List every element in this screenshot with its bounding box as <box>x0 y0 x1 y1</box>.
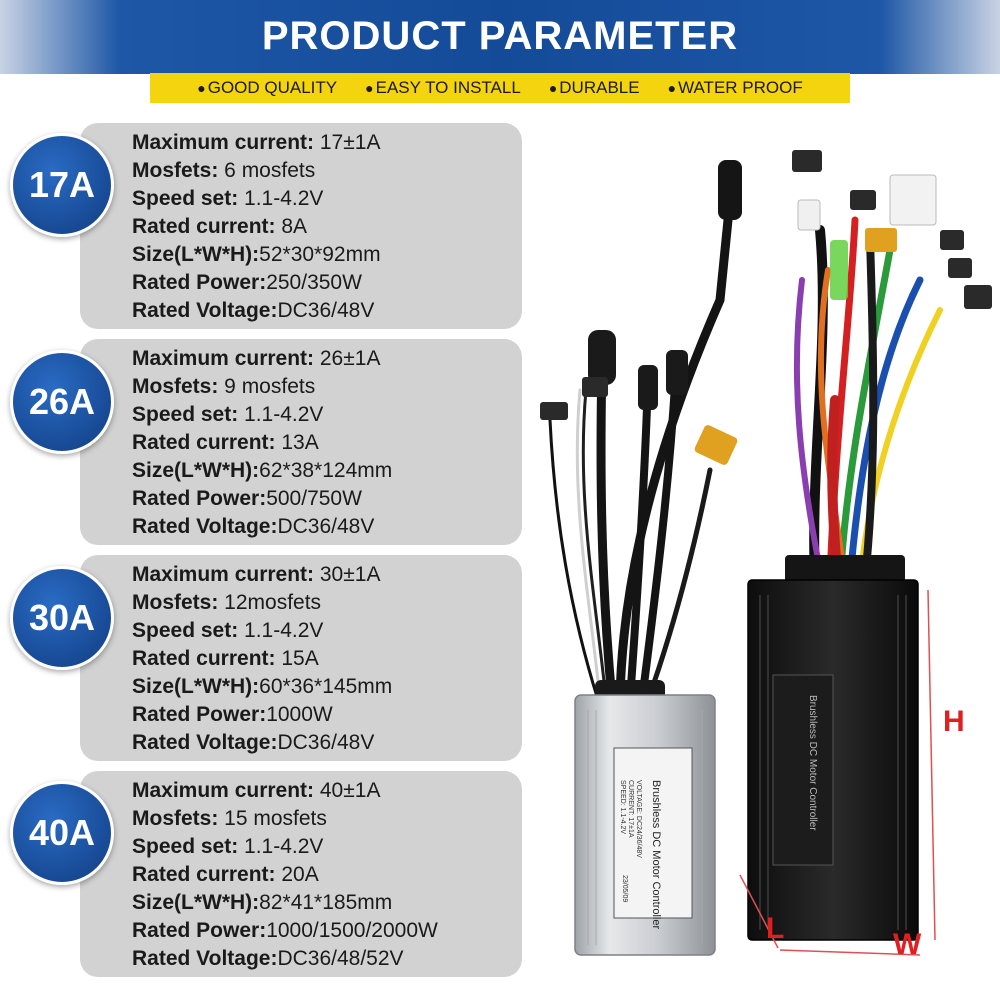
connector-icon <box>797 199 821 231</box>
dimension-height-label: H <box>943 705 965 738</box>
spec-rated-voltage: Rated Voltage:DC36/48V <box>132 299 375 322</box>
badge-40a: 40A <box>10 781 114 885</box>
small-label-line: SPEED: 1.1-4.2V <box>619 780 626 834</box>
spec-max-current: Maximum current: 30±1A <box>132 563 381 586</box>
spec-list: Maximum current: 17±1A Mosfets: 6 mosfet… <box>132 129 381 325</box>
tag-durable: ●DURABLE <box>548 78 640 97</box>
dimension-length-label: L <box>766 912 785 945</box>
spec-list: Maximum current: 26±1A Mosfets: 9 mosfet… <box>132 345 392 541</box>
badge-30a: 30A <box>10 566 114 670</box>
spec-max-current: Maximum current: 26±1A <box>132 347 381 370</box>
connector-icon <box>540 402 568 420</box>
connector-icon <box>718 160 742 220</box>
tag-easy-install: ●EASY TO INSTALL <box>365 78 521 97</box>
dimension-lines <box>739 589 936 956</box>
xt60-connector-icon <box>865 228 897 252</box>
connector-icon <box>588 330 616 385</box>
spec-rated-current: Rated current: 13A <box>132 431 319 454</box>
controller-product-image: Brushless DC Motor Controller VOLTAGE: D… <box>540 150 992 956</box>
spec-mosfets: Mosfets: 15 mosfets <box>132 807 327 830</box>
spec-mosfets: Mosfets: 9 mosfets <box>132 375 316 398</box>
small-controller-cables <box>548 195 735 705</box>
large-controller-cables <box>793 216 963 585</box>
bullet-dot-icon: ● <box>197 80 206 96</box>
connector-icon <box>964 285 992 309</box>
dimension-width-label: W <box>893 928 922 961</box>
spec-size: Size(L*W*H):82*41*185mm <box>132 891 393 914</box>
small-label-line: VOLTAGE: DC24/36/48V <box>635 780 642 858</box>
bullet-dot-icon: ● <box>365 80 374 96</box>
connector-icon <box>889 174 937 226</box>
small-label-line: CURRENT: 17±1A <box>627 780 634 838</box>
xt60-connector-icon <box>694 425 738 465</box>
bullet-dot-icon: ● <box>548 80 558 96</box>
connector-icon <box>638 365 658 410</box>
small-label-title: Brushless DC Motor Controller <box>650 780 662 929</box>
spec-rated-current: Rated current: 8A <box>132 215 308 238</box>
spec-size: Size(L*W*H):62*38*124mm <box>132 459 393 482</box>
spec-rated-power: Rated Power:1000W <box>132 703 333 726</box>
spec-list: Maximum current: 30±1A Mosfets: 12mosfet… <box>132 561 392 757</box>
connector-icon <box>830 240 848 300</box>
spec-rated-voltage: Rated Voltage:DC36/48V <box>132 731 375 754</box>
spec-mosfets: Mosfets: 12mosfets <box>132 591 322 614</box>
connector-icon <box>666 350 688 395</box>
spec-card-30a: Maximum current: 30±1A Mosfets: 12mosfet… <box>80 555 522 761</box>
spec-max-current: Maximum current: 40±1A <box>132 779 381 802</box>
spec-max-current: Maximum current: 17±1A <box>132 131 381 154</box>
connector-icon <box>792 150 822 172</box>
spec-mosfets: Mosfets: 6 mosfets <box>132 159 316 182</box>
connector-icon <box>582 377 608 397</box>
spec-size: Size(L*W*H):52*30*92mm <box>132 243 381 266</box>
spec-rated-voltage: Rated Voltage:DC36/48/52V <box>132 947 404 970</box>
large-controller-label <box>772 674 834 866</box>
spec-speed-set: Speed set: 1.1-4.2V <box>132 187 324 210</box>
spec-card-40a: Maximum current: 40±1A Mosfets: 15 mosfe… <box>80 771 522 977</box>
spec-rated-power: Rated Power:1000/1500/2000W <box>132 919 438 942</box>
spec-speed-set: Speed set: 1.1-4.2V <box>132 403 324 426</box>
spec-speed-set: Speed set: 1.1-4.2V <box>132 619 324 642</box>
spec-rated-current: Rated current: 20A <box>132 863 319 886</box>
small-controller-label <box>613 747 693 919</box>
header-banner: PRODUCT PARAMETER <box>0 0 1000 74</box>
tag-good-quality: ●GOOD QUALITY <box>197 78 338 97</box>
page-title: PRODUCT PARAMETER <box>261 14 739 58</box>
spec-rated-power: Rated Power:500/750W <box>132 487 362 510</box>
spec-list: Maximum current: 40±1A Mosfets: 15 mosfe… <box>132 777 438 973</box>
badge-26a: 26A <box>10 350 114 454</box>
spec-card-26a: Maximum current: 26±1A Mosfets: 9 mosfet… <box>80 339 522 545</box>
spec-rated-voltage: Rated Voltage:DC36/48V <box>132 515 375 538</box>
tag-water-proof: ●WATER PROOF <box>667 78 803 97</box>
connector-icon <box>940 230 964 250</box>
large-label-title: Brushless DC Motor Controller <box>807 695 818 831</box>
connector-icon <box>948 258 972 278</box>
feature-tagline: ●GOOD QUALITY ●EASY TO INSTALL ●DURABLE … <box>150 73 850 103</box>
spec-rated-current: Rated current: 15A <box>132 647 319 670</box>
bullet-dot-icon: ● <box>667 80 677 96</box>
spec-size: Size(L*W*H):60*36*145mm <box>132 675 393 698</box>
badge-17a: 17A <box>10 133 114 237</box>
small-label-line: 23/05/09 <box>621 875 628 902</box>
spec-rated-power: Rated Power:250/350W <box>132 271 362 294</box>
connector-icon <box>850 190 876 210</box>
spec-card-17a: Maximum current: 17±1A Mosfets: 6 mosfet… <box>80 123 522 329</box>
spec-speed-set: Speed set: 1.1-4.2V <box>132 835 324 858</box>
